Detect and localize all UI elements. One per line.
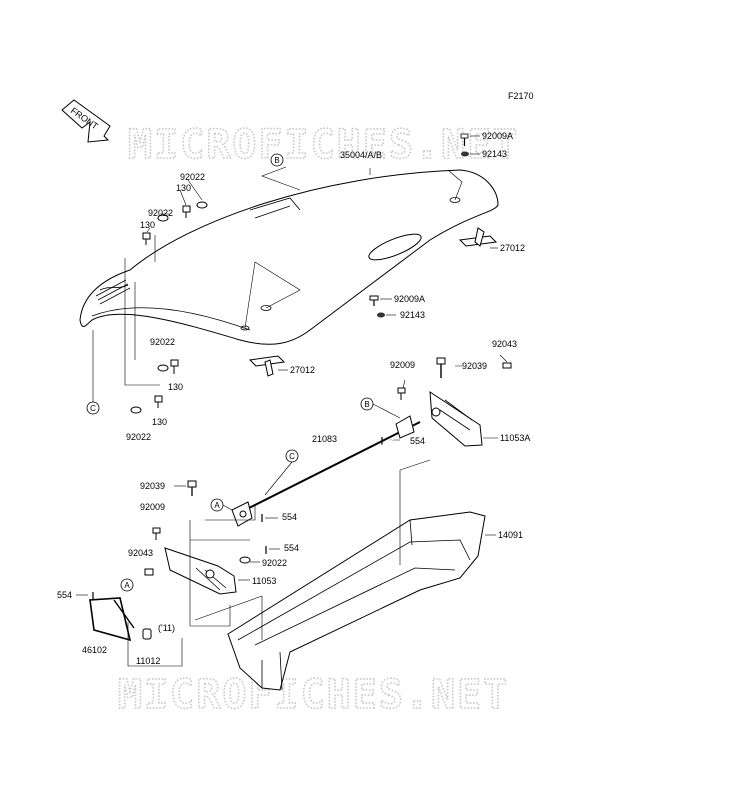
label-92022-a: 92022: [180, 172, 205, 182]
label-35004: 35004/A/B: [340, 150, 382, 160]
callout-a-left: [120, 578, 134, 592]
label-92022-e: 92022: [262, 558, 287, 568]
bracket-27012-right: [458, 227, 498, 247]
figure-code: F2170: [508, 91, 534, 101]
watermark-top: MICROFICHES.NET: [128, 122, 519, 168]
svg-text:C: C: [289, 452, 295, 461]
svg-text:B: B: [364, 400, 369, 409]
label-92039-r: 92039: [462, 361, 487, 371]
stay-46102: [89, 597, 135, 642]
callout-b-top: [270, 153, 284, 167]
label-130-a: 130: [176, 183, 191, 193]
bolt-130-d: [154, 395, 163, 408]
bolt-92009a-mid: [369, 295, 385, 318]
bolt-92009-l: [152, 527, 161, 540]
washer-92022-a: [196, 201, 208, 209]
label-11053: 11053: [252, 576, 276, 586]
hinge-bracket-11053a: [429, 391, 483, 447]
label-11053a: 11053A: [500, 433, 530, 443]
label-21083: 21083: [312, 434, 337, 444]
label-92009-l: 92009: [140, 502, 165, 512]
label-554-m2: 554: [284, 543, 299, 553]
svg-text:A: A: [124, 581, 130, 590]
label-46102: 46102: [82, 645, 107, 655]
label-92022-c: 92022: [150, 337, 175, 347]
bolt-130-c: [170, 359, 179, 374]
label-11012: 11012: [136, 656, 160, 666]
washer-92022-e: [239, 556, 251, 564]
washer-92022-c: [157, 364, 169, 372]
label-92009-r: 92009: [390, 360, 415, 370]
bracket-27012-mid: [248, 355, 286, 377]
washer-92022-d: [130, 406, 142, 414]
label-130-b: 130: [140, 220, 155, 230]
watermark-bottom: MICROFICHES.NET: [118, 672, 509, 718]
front-arrow-icon: FRONT: [61, 99, 111, 143]
label-92039-l: 92039: [140, 481, 165, 491]
label-27012-mid: 27012: [290, 365, 315, 375]
label-model-year-11: ('11): [158, 623, 175, 633]
bolt-130-a: [182, 205, 191, 218]
svg-text:B: B: [274, 156, 279, 165]
label-130-c: 130: [168, 382, 183, 392]
bolt-92039-r: [436, 357, 446, 378]
tray-14091: [227, 511, 486, 691]
label-92143-mid: 92143: [400, 310, 425, 320]
label-27012-right: 27012: [500, 243, 525, 253]
bolt-92009-r: [397, 387, 406, 400]
svg-text:C: C: [90, 404, 96, 413]
svg-text:A: A: [214, 501, 220, 510]
label-92143-top: 92143: [482, 149, 507, 159]
label-554-l: 554: [57, 590, 72, 600]
label-92043-l: 92043: [128, 548, 153, 558]
support-rod-21083: [231, 415, 421, 527]
grommet-11012: [142, 628, 152, 640]
label-554-m1: 554: [282, 512, 297, 522]
label-92022-d: 92022: [126, 432, 151, 442]
label-130-d: 130: [152, 417, 167, 427]
top-cover-35004: [79, 169, 499, 345]
pin-92043-r: [502, 362, 512, 369]
label-92043-r: 92043: [492, 339, 517, 349]
bolt-92039-l: [187, 480, 197, 496]
label-14091: 14091: [498, 530, 523, 540]
washer-92022-b: [157, 214, 169, 222]
bolt-130-b: [142, 232, 151, 245]
label-92022-b: 92022: [148, 208, 173, 218]
bolt-92009a-top: [460, 133, 469, 157]
label-92009a-mid: 92009A: [394, 294, 425, 304]
hinge-bracket-11053: [164, 547, 237, 595]
pin-92043-l: [144, 568, 154, 576]
label-92009a-top: 92009A: [482, 131, 513, 141]
label-554-r: 554: [410, 436, 425, 446]
